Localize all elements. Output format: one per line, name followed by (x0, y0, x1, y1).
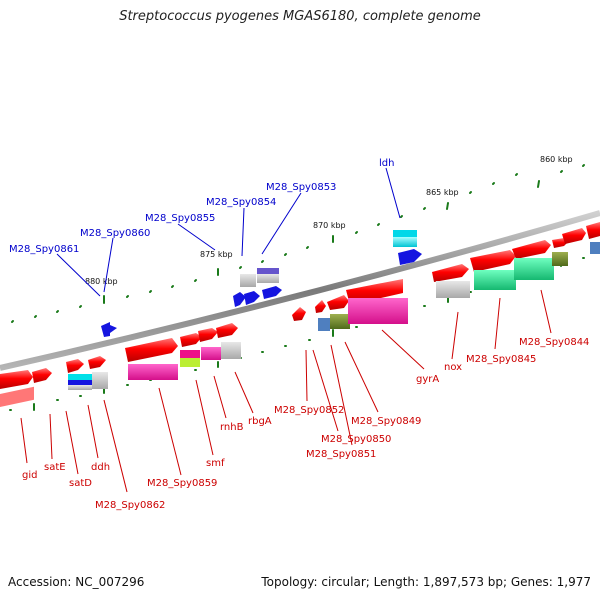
gene-feature (257, 274, 279, 283)
gene-feature (470, 250, 516, 272)
gene-feature (512, 240, 551, 259)
gene-feature (436, 281, 470, 298)
gene-label: M28_Spy0855 (145, 213, 215, 224)
gene-label: M28_Spy0860 (80, 228, 150, 239)
gene-feature (432, 264, 469, 282)
gene-feature (240, 274, 256, 287)
gene-feature (393, 237, 417, 247)
gene-feature (180, 358, 200, 367)
gene-feature (590, 242, 600, 254)
gene-feature (201, 347, 221, 360)
scale-label: 860 kbp (540, 155, 573, 164)
gene-feature (348, 298, 408, 324)
gene-label: rbgA (248, 416, 272, 427)
gene-feature (292, 307, 306, 321)
gene-feature (125, 338, 178, 362)
gene-feature (198, 328, 218, 342)
gene-feature (562, 228, 586, 244)
scale-track (11, 164, 585, 323)
gene-feature (180, 350, 200, 358)
gene-feature (92, 372, 108, 389)
lower-leader-lines (20, 289, 552, 493)
gene-label: ldh (379, 158, 394, 169)
gene-label: gyrA (416, 374, 439, 385)
gene-feature (128, 364, 178, 380)
upper-leader-lines (56, 167, 401, 297)
gene-feature (0, 370, 33, 389)
upper-strand-features (101, 230, 422, 337)
lower-labels: gid satE satD ddh M28_Spy0862 M28_Spy085… (22, 337, 589, 511)
gene-label: M28_Spy0853 (266, 182, 336, 193)
scale-label: 875 kbp (200, 250, 233, 259)
gene-label: M28_Spy0845 (466, 354, 536, 365)
gene-feature (221, 342, 241, 359)
gene-feature (68, 385, 92, 390)
gene-label: gid (22, 470, 37, 481)
topology-text: Topology: circular; Length: 1,897,573 bp… (261, 575, 591, 589)
gene-feature (68, 374, 96, 380)
gene-feature (474, 270, 516, 290)
gene-feature (32, 368, 52, 383)
gene-feature (327, 295, 349, 310)
gene-label: M28_Spy0859 (147, 478, 217, 489)
gene-label: ddh (91, 462, 110, 473)
accession-text: Accession: NC_007296 (8, 575, 145, 589)
gene-feature (216, 323, 238, 338)
gene-feature (393, 230, 417, 237)
reverse-strand-features (0, 242, 600, 407)
gene-label: satD (69, 478, 92, 489)
forward-strand-features (0, 222, 600, 389)
gene-label: rnhB (220, 422, 244, 433)
genome-backbone (0, 210, 600, 371)
gene-feature (180, 333, 202, 347)
gene-feature (330, 314, 350, 329)
scale-labels: 880 kbp 875 kbp 870 kbp 865 kbp 860 kbp (85, 155, 573, 286)
gene-label: M28_Spy0849 (351, 416, 421, 427)
gene-feature (233, 292, 246, 307)
gene-feature (586, 222, 600, 239)
gene-feature (244, 291, 260, 305)
gene-label: nox (444, 362, 462, 373)
gene-feature (257, 268, 279, 274)
gene-feature (514, 258, 554, 280)
gene-feature (318, 318, 330, 331)
gene-label: smf (206, 458, 225, 469)
gene-feature (66, 359, 84, 373)
scale-label: 870 kbp (313, 221, 346, 230)
gene-label: M28_Spy0844 (519, 337, 589, 348)
gene-label: M28_Spy0854 (206, 197, 276, 208)
scale-label: 880 kbp (85, 277, 118, 286)
gene-label: M28_Spy0852 (274, 405, 344, 416)
gene-label: M28_Spy0851 (306, 449, 376, 460)
map-title: Streptococcus pyogenes MGAS6180, complet… (119, 9, 481, 24)
gene-feature (88, 356, 106, 369)
gene-feature (262, 286, 282, 299)
gene-feature (315, 300, 326, 313)
gene-feature (68, 380, 96, 385)
gene-feature (552, 252, 568, 266)
gene-label: M28_Spy0861 (9, 244, 79, 255)
gene-feature (101, 322, 117, 337)
scale-label: 865 kbp (426, 188, 459, 197)
gene-label: satE (44, 462, 66, 473)
gene-label: M28_Spy0850 (321, 434, 391, 445)
gene-feature (398, 249, 422, 265)
gene-feature (0, 386, 34, 407)
upper-labels: M28_Spy0861 M28_Spy0860 M28_Spy0855 M28_… (9, 158, 394, 255)
gene-label: M28_Spy0862 (95, 500, 165, 511)
